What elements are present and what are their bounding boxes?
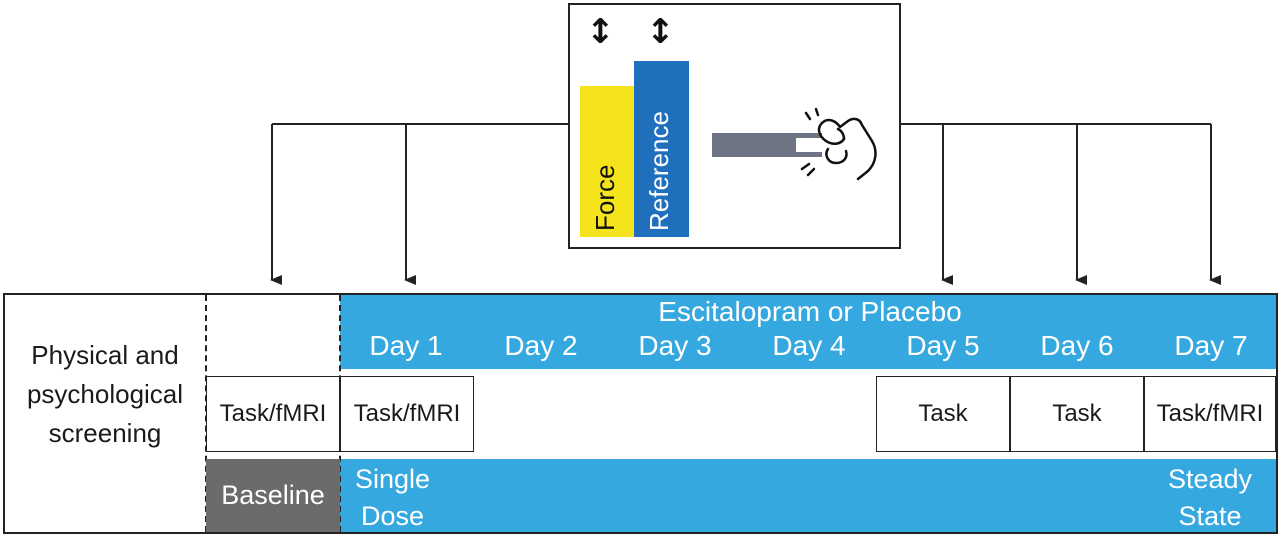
single-dose-line: Dose [360,501,425,531]
up-down-arrow-icon: ↕ [586,12,615,52]
day-label: Day 2 [504,330,578,361]
grip-handle-slot [796,138,822,152]
session-baseline: Task/fMRI [206,376,340,452]
day-label: Day 1 [369,330,443,361]
steady-state-line: Steady [1167,464,1253,494]
screening-label-line: screening [48,418,162,448]
reference-label: Reference [644,111,674,231]
pinching-hand-icon [800,107,877,181]
baseline-label: Baseline [206,459,340,532]
treatment-period-header [340,295,1276,369]
steady-state-label: Steady State [1150,461,1270,535]
screening-label-line: Physical and [31,340,179,370]
screening-label: Physical and psychological screening [5,336,205,453]
day-label: Day 7 [1174,330,1248,361]
single-dose-label: Single Dose [345,461,440,535]
grip-task-panel: ↕ ↕ Force Reference [568,3,901,249]
single-dose-line: Single [354,464,431,494]
treatment-period-footer [340,459,1276,532]
screening-label-line: psychological [26,379,184,409]
session-day5: Task [876,376,1010,452]
treatment-title: Escitalopram or Placebo [658,296,962,327]
force-bar: Force [580,86,634,237]
day-label: Day 6 [1040,330,1114,361]
reference-bar: Reference [634,61,689,237]
day-label: Day 5 [906,330,980,361]
day-label: Day 3 [638,330,712,361]
day-label: Day 4 [772,330,846,361]
up-down-arrow-icon: ↕ [646,12,675,52]
steady-state-line: State [1178,501,1242,531]
session-day7: Task/fMRI [1144,376,1276,452]
force-label: Force [590,164,620,231]
session-day1: Task/fMRI [340,376,474,452]
grip-handle [712,133,822,157]
session-day6: Task [1010,376,1144,452]
